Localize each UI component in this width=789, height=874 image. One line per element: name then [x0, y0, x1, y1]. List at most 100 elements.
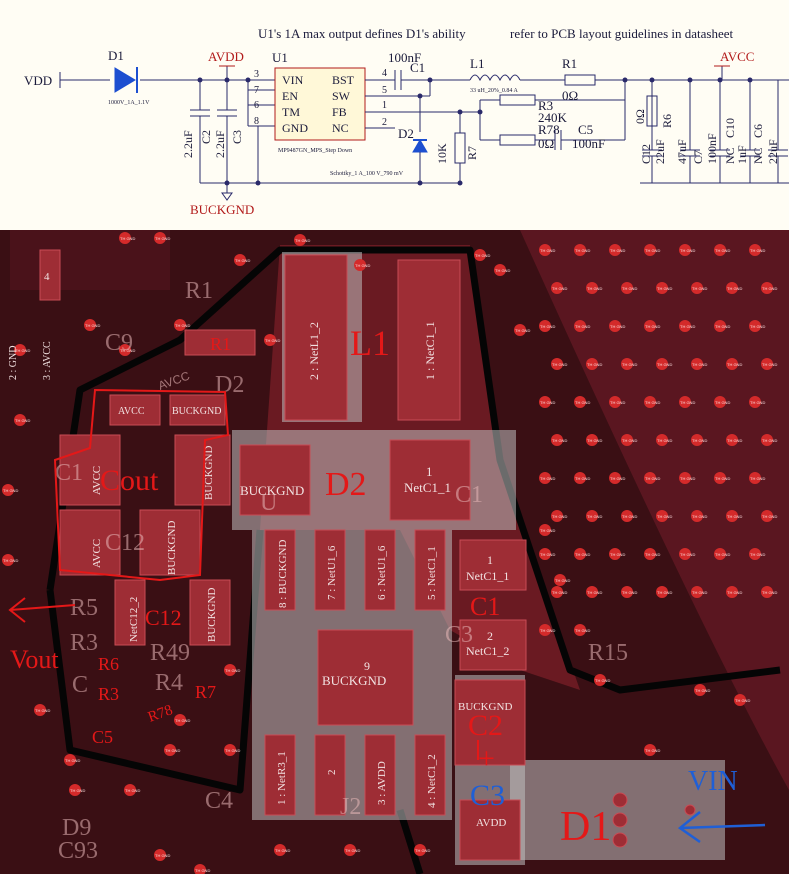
u1-pin2-pad [314, 734, 346, 816]
gnd-via-label: TH GND [750, 476, 765, 481]
gnd-via-label: TH GND [762, 514, 777, 519]
silk-j2: J2 [340, 794, 361, 820]
r78-value: 0Ω [538, 136, 554, 151]
gnd-via-label: TH GND [622, 438, 637, 443]
gnd-via [586, 586, 598, 598]
d1-ref: D1 [108, 48, 124, 63]
gnd-via-label: TH GND [3, 488, 18, 493]
u1-pinnum-2: 2 [382, 117, 387, 128]
annot-d1: D1 [560, 804, 611, 850]
u1-ep-num: 9 [364, 659, 370, 673]
annot-plus: + [478, 742, 495, 775]
annot-r3: R3 [98, 684, 119, 704]
silk-r1: R1 [185, 278, 213, 304]
gnd-via [714, 396, 726, 408]
gnd-via [726, 282, 738, 294]
gnd-via [514, 324, 526, 336]
gnd-via [119, 232, 131, 244]
gnd-via-label: TH GND [680, 324, 695, 329]
gnd-via-label: TH GND [225, 748, 240, 753]
annot-r7: R7 [195, 682, 216, 702]
gnd-via-label: TH GND [345, 848, 360, 853]
gnd-via [621, 282, 633, 294]
gnd-via [414, 844, 426, 856]
gnd-via [726, 434, 738, 446]
c3-value: 2.2uF [213, 130, 227, 158]
gnd-via-label: TH GND [587, 438, 602, 443]
gnd-via-label: TH GND [540, 552, 555, 557]
d2-value: Schottky_1 A_100 V_790 mV [330, 171, 404, 177]
gnd-via [64, 754, 76, 766]
gnd-via [691, 510, 703, 522]
c1-pad2-num: 2 [487, 629, 493, 643]
silk-c3: C3 [445, 622, 473, 648]
gnd-via-label: TH GND [727, 590, 742, 595]
gnd-via-label: TH GND [555, 578, 570, 583]
gnd-via [14, 414, 26, 426]
gnd-via [551, 434, 563, 446]
gnd-via [574, 472, 586, 484]
gnd-via-label: TH GND [762, 438, 777, 443]
gnd-via [551, 282, 563, 294]
silk-r5: R5 [70, 595, 98, 621]
l1-pad2 [284, 254, 348, 421]
c-avcc-pad [59, 509, 121, 576]
gnd-via-label: TH GND [750, 552, 765, 557]
annot-d2: D2 [325, 466, 367, 503]
gnd-via-label: TH GND [155, 853, 170, 858]
gnd-via [656, 358, 668, 370]
gnd-via [749, 244, 761, 256]
gnd-via-label: TH GND [715, 324, 730, 329]
left-pad-4-label: 4 [44, 271, 50, 283]
gnd-via-label: TH GND [645, 400, 660, 405]
gnd-via [761, 282, 773, 294]
gnd-via-label: TH GND [645, 248, 660, 253]
gnd-via-label: TH GND [575, 628, 590, 633]
gnd-via [551, 510, 563, 522]
u1-pinnum-7: 7 [254, 85, 259, 96]
left-gnd-label: 2 : GND [8, 346, 19, 380]
r3-ref: R3 [538, 98, 553, 113]
gnd-via [609, 548, 621, 560]
gnd-via-label: TH GND [175, 323, 190, 328]
gnd-via-label: TH GND [495, 268, 510, 273]
gnd-via-label: TH GND [575, 552, 590, 557]
c5-ref: C5 [578, 122, 593, 137]
gnd-via [224, 744, 236, 756]
c10-ref: C10 [723, 118, 737, 138]
gnd-via-label: TH GND [195, 868, 210, 873]
gnd-via [726, 586, 738, 598]
d2-pad1-num: 1 [426, 464, 433, 479]
c7-ref: C7 [691, 150, 705, 164]
silk-r49: R49 [150, 640, 190, 666]
gnd-via-label: TH GND [587, 362, 602, 367]
c1-pad2 [459, 619, 527, 671]
gnd-via [761, 434, 773, 446]
gnd-via [224, 664, 236, 676]
gnd-via-label: TH GND [575, 476, 590, 481]
c-last-value: 22uF [766, 139, 780, 164]
u1-pinnum-5: 5 [382, 85, 387, 96]
gnd-via [194, 864, 206, 874]
r78-ref: R78 [538, 122, 560, 137]
cout-avcc-label: AVCC [91, 466, 103, 495]
gnd-via [154, 232, 166, 244]
d2-pad2 [239, 444, 311, 516]
silk-c-frag: C [72, 672, 88, 698]
gnd-via-label: TH GND [552, 362, 567, 367]
gnd-via-label: TH GND [175, 718, 190, 723]
schematic-note-pcb: refer to PCB layout guidelines in datash… [510, 26, 734, 41]
gnd-via [621, 586, 633, 598]
gnd-via [344, 844, 356, 856]
u1-p6-label: 6 : NetU1_6 [376, 545, 388, 600]
gnd-via [644, 472, 656, 484]
gnd-via-label: TH GND [727, 362, 742, 367]
gnd-via [69, 784, 81, 796]
l1-value: 33 uH_20%_0.84 A [470, 88, 519, 94]
c-avcc-label: AVCC [91, 539, 103, 568]
gnd-via-label: TH GND [65, 758, 80, 763]
u1-pinnum-8: 8 [254, 116, 259, 127]
gnd-via-label: TH GND [225, 668, 240, 673]
gnd-via [539, 624, 551, 636]
